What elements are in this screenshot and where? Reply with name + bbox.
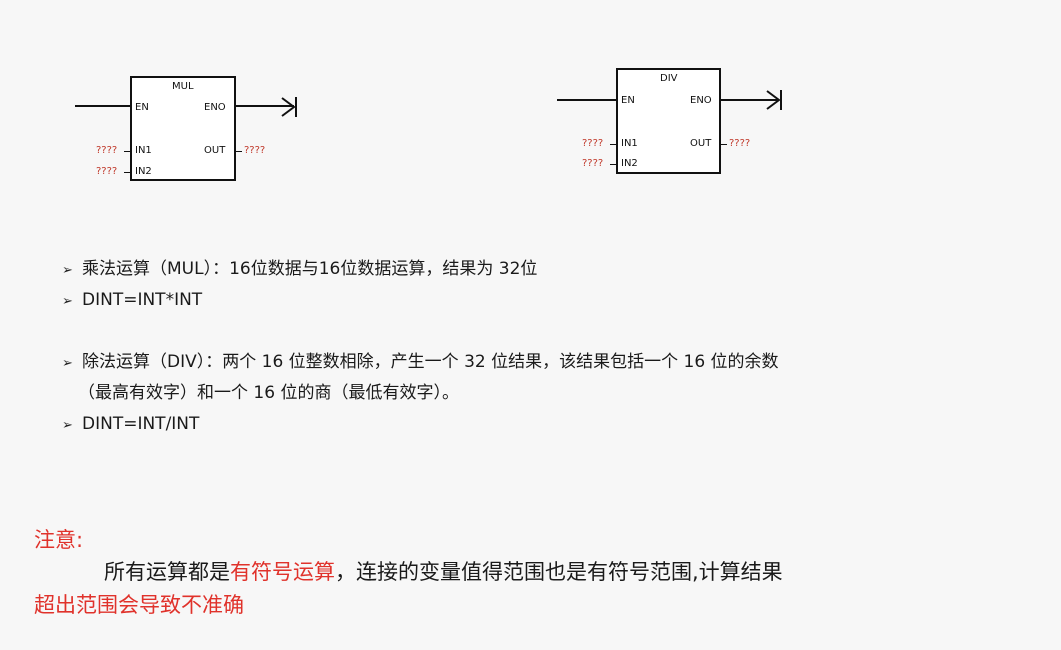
mul-block <box>130 76 236 181</box>
div-en-label: EN <box>621 95 635 106</box>
mul-in2-stub <box>124 172 131 173</box>
bullet-arrow-icon: ➢ <box>62 294 73 309</box>
mul-out-label: OUT <box>204 145 226 156</box>
mul-desc-text: 乘法运算（MUL）：16位数据与16位数据运算，结果为 32位 <box>82 259 538 279</box>
div-desc-text-line1: 除法运算（DIV）：两个 16 位整数相除，产生一个 32 位结果，该结果包括一… <box>82 352 779 372</box>
note-body-line2: 超出范围会导致不准确 <box>34 593 244 617</box>
mul-en-label: EN <box>135 102 149 113</box>
bullet-div-desc: ➢ 除法运算（DIV）：两个 16 位整数相除，产生一个 32 位结果，该结果包括… <box>62 351 779 375</box>
div-out-stub <box>721 144 727 145</box>
div-block <box>616 68 721 174</box>
div-in2-label: IN2 <box>621 158 638 169</box>
bullet-div-formula: ➢ DINT=INT/INT <box>62 413 199 437</box>
mul-in1-label: IN1 <box>135 145 152 156</box>
mul-eno-wire <box>236 105 294 107</box>
mul-en-wire <box>75 105 131 107</box>
mul-formula-text: DINT=INT*INT <box>82 290 203 310</box>
div-eno-label: ENO <box>690 95 712 106</box>
mul-eno-label: ENO <box>204 102 226 113</box>
div-out-label: OUT <box>690 138 712 149</box>
bullet-arrow-icon: ➢ <box>62 356 73 371</box>
note-text-part2: ，连接的变量值得范围也是有符号范围,计算结果 <box>335 560 783 584</box>
div-in1-placeholder: ???? <box>582 138 604 149</box>
note-highlight: 有符号运算 <box>230 560 335 584</box>
mul-in2-label: IN2 <box>135 166 152 177</box>
div-eno-arrow-icon <box>766 90 782 110</box>
mul-out-placeholder: ???? <box>244 145 266 156</box>
div-block-title: DIV <box>660 73 678 84</box>
div-in2-placeholder: ???? <box>582 158 604 169</box>
div-desc-text-line2: （最高有效字）和一个 16 位的商（最低有效字）。 <box>78 383 459 403</box>
mul-in1-placeholder: ???? <box>96 145 118 156</box>
note-title: 注意: <box>34 528 84 552</box>
bullet-mul-desc: ➢ 乘法运算（MUL）：16位数据与16位数据运算，结果为 32位 <box>62 258 537 282</box>
bullet-arrow-icon: ➢ <box>62 418 73 433</box>
div-in1-label: IN1 <box>621 138 638 149</box>
div-en-wire <box>557 99 617 101</box>
bullet-mul-formula: ➢ DINT=INT*INT <box>62 289 202 313</box>
mul-in1-stub <box>124 151 131 152</box>
div-formula-text: DINT=INT/INT <box>82 414 200 434</box>
mul-block-title: MUL <box>172 81 194 92</box>
div-eno-wire <box>721 99 778 101</box>
mul-in2-placeholder: ???? <box>96 166 118 177</box>
mul-out-stub <box>236 151 242 152</box>
note-text-part1: 所有运算都是 <box>104 560 230 584</box>
div-in1-stub <box>610 144 617 145</box>
bullet-arrow-icon: ➢ <box>62 263 73 278</box>
div-in2-stub <box>610 164 617 165</box>
note-body-line1: 所有运算都是有符号运算，连接的变量值得范围也是有符号范围,计算结果 <box>104 557 783 587</box>
div-out-placeholder: ???? <box>729 138 751 149</box>
mul-eno-arrow-icon <box>281 97 297 117</box>
